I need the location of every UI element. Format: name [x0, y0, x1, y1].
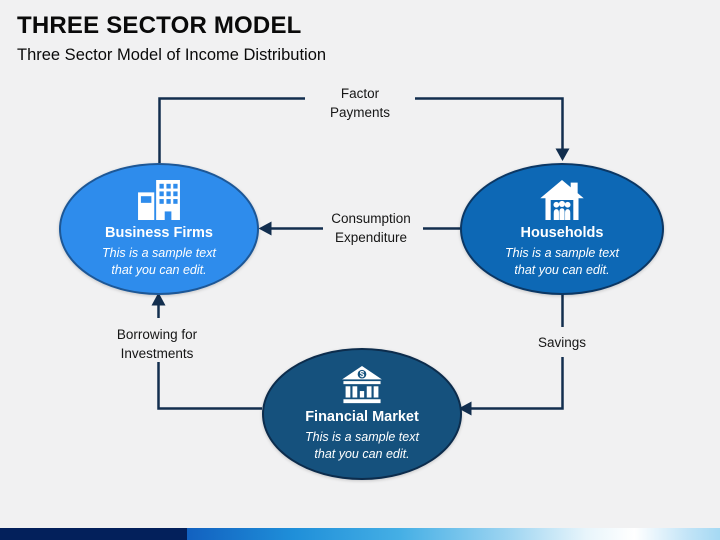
flow-label-line: Consumption: [331, 211, 411, 226]
flow-label-line: Savings: [537, 335, 587, 350]
node-title: Business Firms: [105, 225, 213, 241]
page-title: THREE SECTOR MODEL: [17, 12, 302, 39]
flow-label-factor-payments: Factor Payments: [290, 84, 430, 122]
factor-payments-arrowhead-down-icon: [555, 148, 570, 161]
borrowing-line-bottom: [157, 362, 262, 410]
page-subtitle: Three Sector Model of Income Distributio…: [17, 46, 327, 64]
consumption-arrowhead-left-icon: [258, 221, 272, 236]
dollar-icon: $: [360, 370, 365, 379]
bottom-bar-gradient-segment: [187, 528, 720, 540]
node-business-firms: Business Firms This is a sample text tha…: [59, 163, 259, 295]
flow-label-line: Borrowing for: [116, 327, 198, 342]
node-sample-text: This is a sample text that you can edit.: [305, 430, 419, 461]
node-title: Households: [520, 225, 604, 241]
savings-line-bottom: [471, 357, 564, 410]
node-financial-market: $ Financial Market This is a sample text…: [262, 348, 462, 480]
flow-label-line: Investments: [120, 346, 194, 361]
flow-label-line: Factor: [340, 86, 380, 101]
node-sample-text: This is a sample text that you can edit.: [505, 246, 619, 277]
node-title: Financial Market: [305, 409, 419, 425]
flow-label-borrowing-investments: Borrowing for Investments: [87, 325, 227, 363]
factor-payments-line-left: [158, 97, 305, 163]
flow-label-consumption-expenditure: Consumption Expenditure: [301, 209, 441, 247]
node-sample-text: This is a sample text that you can edit.: [102, 246, 216, 277]
flow-label-line: Payments: [329, 105, 391, 120]
factor-payments-line-right: [415, 97, 564, 149]
office-building-icon: [138, 180, 180, 220]
bottom-bar-navy-segment: [0, 528, 187, 540]
flow-label-line: Expenditure: [334, 230, 408, 245]
house-family-icon: [540, 180, 584, 220]
flow-label-savings: Savings: [512, 333, 612, 352]
bank-icon: $: [342, 366, 382, 404]
node-households: Households This is a sample text that yo…: [460, 163, 664, 295]
